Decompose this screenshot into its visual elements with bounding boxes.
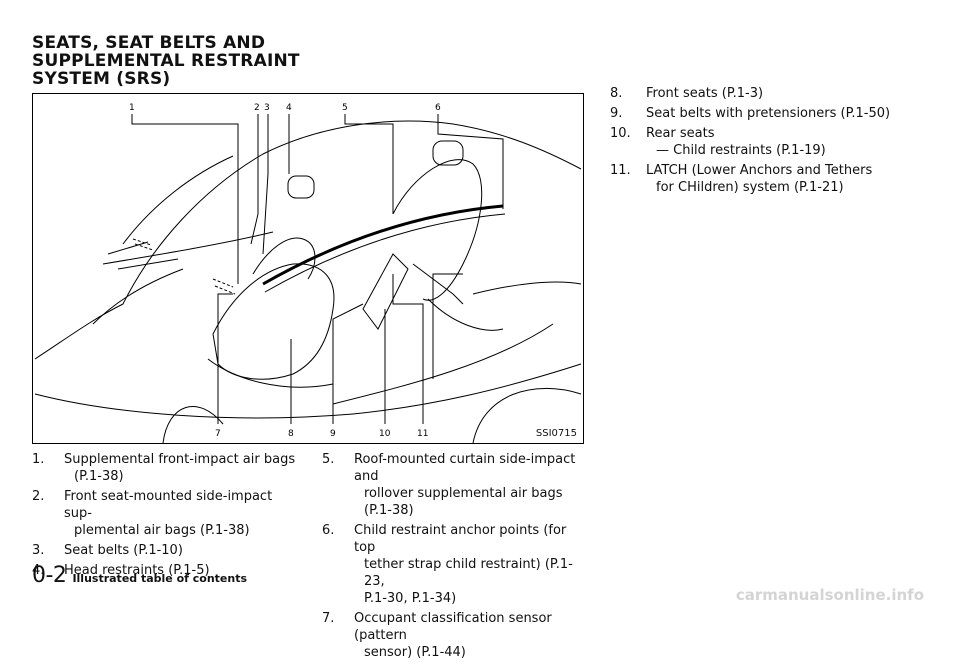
- figure-id: SSI0715: [535, 428, 577, 439]
- callout-5: 5: [342, 103, 348, 113]
- item-text: Head restraints (P.1-5): [64, 563, 210, 578]
- item-number: 2.: [32, 489, 45, 504]
- item-text-cont: tether strap child restraint) (P.1-23,: [364, 557, 573, 589]
- item-number: 6.: [322, 523, 335, 538]
- list-item: 9. Seat belts with pretensioners (P.1-50…: [610, 105, 920, 122]
- item-number: 4.: [32, 563, 45, 578]
- list-item: 3. Seat belts (P.1-10): [32, 542, 300, 559]
- item-number: 10.: [610, 126, 631, 141]
- callout-1: 1: [129, 103, 135, 113]
- item-number: 1.: [32, 452, 45, 467]
- item-text: Supplemental front-impact air bags: [64, 452, 296, 467]
- watermark: carmanualsonline.info: [735, 586, 924, 604]
- item-number: 5.: [322, 452, 335, 467]
- item-text: Front seats (P.1-3): [646, 86, 764, 101]
- item-text-cont: for CHildren) system (P.1-21): [656, 180, 844, 195]
- item-text-cont: sensor) (P.1-44): [364, 645, 466, 660]
- list-item: 2. Front seat-mounted side-impact sup- p…: [32, 488, 300, 539]
- footer-label: Illustrated table of contents: [72, 572, 248, 585]
- item-number: 3.: [32, 543, 45, 558]
- list-item: 11. LATCH (Lower Anchors and Tethers for…: [610, 162, 920, 196]
- srs-illustration: 1 2 3 4 5 6 7 8 9 10 11 SSI0715: [32, 93, 584, 444]
- item-number: 8.: [610, 86, 623, 101]
- callout-8: 8: [288, 429, 294, 439]
- callout-10: 10: [379, 429, 391, 439]
- list-item: 10. Rear seats — Child restraints (P.1-1…: [610, 125, 920, 159]
- list-item: 8. Front seats (P.1-3): [610, 85, 920, 102]
- item-text: Front seat-mounted side-impact sup-: [64, 489, 273, 521]
- section-title: SEATS, SEAT BELTS AND SUPPLEMENTAL RESTR…: [32, 34, 300, 88]
- car-interior-drawing: 1 2 3 4 5 6 7 8 9 10 11: [34, 103, 582, 443]
- callout-3: 3: [264, 103, 270, 113]
- item-text: Seat belts (P.1-10): [64, 543, 183, 558]
- item-text: Seat belts with pretensioners (P.1-50): [646, 106, 891, 121]
- item-text-cont: — Child restraints (P.1-19): [656, 143, 826, 158]
- item-text: LATCH (Lower Anchors and Tethers: [646, 163, 873, 178]
- callout-7: 7: [215, 429, 221, 439]
- item-number: 11.: [610, 163, 631, 178]
- item-text: Occupant classification sensor (pattern: [354, 611, 552, 643]
- item-list-right: 8. Front seats (P.1-3) 9. Seat belts wit…: [610, 85, 920, 199]
- page-number: 0-2: [32, 563, 67, 588]
- list-item: 6. Child restraint anchor points (for to…: [322, 522, 584, 607]
- list-item: 4. Head restraints (P.1-5): [32, 562, 300, 579]
- item-text-cont: P.1-30, P.1-34): [364, 591, 457, 606]
- item-text-cont: rollover supplemental air bags (P.1-38): [364, 486, 563, 518]
- list-item: 1. Supplemental front-impact air bags (P…: [32, 451, 300, 485]
- callout-9: 9: [330, 429, 336, 439]
- item-number: 9.: [610, 106, 623, 121]
- item-number: 7.: [322, 611, 335, 626]
- section-title-line: SYSTEM (SRS): [32, 69, 171, 89]
- callout-11: 11: [417, 429, 428, 439]
- page-footer: 0-2 Illustrated table of contents: [32, 563, 247, 588]
- section-title-line: SEATS, SEAT BELTS AND: [32, 33, 266, 53]
- item-text: Rear seats: [646, 126, 715, 141]
- item-text: Child restraint anchor points (for top: [354, 523, 567, 555]
- section-title-line: SUPPLEMENTAL RESTRAINT: [32, 51, 300, 71]
- item-text: Roof-mounted curtain side-impact and: [354, 452, 576, 484]
- item-list-left: 1. Supplemental front-impact air bags (P…: [32, 451, 300, 582]
- list-item: 5. Roof-mounted curtain side-impact and …: [322, 451, 584, 519]
- item-list-middle: 5. Roof-mounted curtain side-impact and …: [322, 451, 584, 664]
- callout-2: 2: [254, 103, 260, 113]
- callout-6: 6: [435, 103, 441, 113]
- callout-4: 4: [286, 103, 292, 113]
- item-text-cont: plemental air bags (P.1-38): [74, 523, 250, 538]
- list-item: 7. Occupant classification sensor (patte…: [322, 610, 584, 661]
- item-text-cont: (P.1-38): [74, 469, 124, 484]
